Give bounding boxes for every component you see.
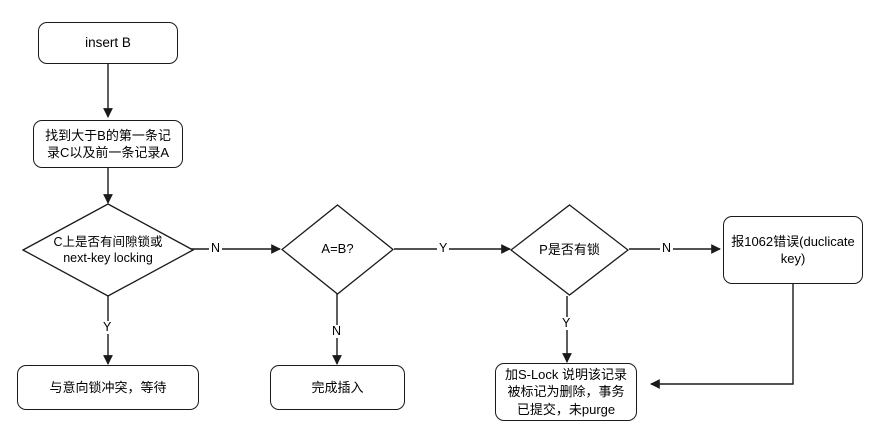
diamond-shape-gap-lock — [22, 203, 194, 297]
node-a-equals-b-label: A=B? — [321, 241, 354, 257]
node-s-lock[interactable]: 加S-Lock 说明该记录 被标记为删除，事务 已提交，未purge — [495, 363, 637, 421]
node-find-records[interactable]: 找到大于B的第一条记 录C以及前一条记录A — [33, 120, 183, 168]
node-insert-done[interactable]: 完成插入 — [270, 365, 405, 410]
node-intent-lock-conflict-label: 与意向锁冲突，等待 — [49, 379, 167, 395]
diamond-shape-p-has-lock — [510, 204, 629, 296]
edge-label-gap-lock-yes: Y — [101, 320, 114, 334]
node-find-records-label: 找到大于B的第一条记 录C以及前一条记录A — [45, 127, 171, 160]
diamond-shape-a-equals-b — [281, 204, 394, 295]
edge-label-a-equals-b-yes: Y — [437, 241, 450, 255]
node-s-lock-label: 加S-Lock 说明该记录 被标记为删除，事务 已提交，未purge — [504, 367, 628, 417]
edge-label-p-has-lock-no: N — [660, 241, 674, 255]
node-gap-lock-check-label: C上是否有间隙锁或 next-key locking — [53, 234, 163, 265]
edge-label-a-equals-b-no: N — [330, 324, 344, 338]
node-insert-done-label: 完成插入 — [311, 379, 364, 395]
node-error-1062-label: 报1062错误(duclicate key) — [731, 233, 855, 266]
node-gap-lock-check[interactable]: C上是否有间隙锁或 next-key locking — [22, 203, 194, 297]
node-p-has-lock[interactable]: P是否有锁 — [510, 204, 629, 296]
node-p-has-lock-label: P是否有锁 — [539, 241, 600, 257]
edge-error-to-slock — [650, 284, 794, 389]
node-a-equals-b[interactable]: A=B? — [281, 204, 394, 295]
node-error-1062[interactable]: 报1062错误(duclicate key) — [723, 216, 863, 284]
node-start[interactable]: insert B — [38, 22, 178, 64]
node-start-label: insert B — [85, 35, 131, 51]
node-intent-lock-conflict[interactable]: 与意向锁冲突，等待 — [17, 365, 199, 410]
edge-label-p-has-lock-yes: Y — [560, 316, 573, 330]
edge-label-gap-lock-no: N — [209, 241, 223, 255]
